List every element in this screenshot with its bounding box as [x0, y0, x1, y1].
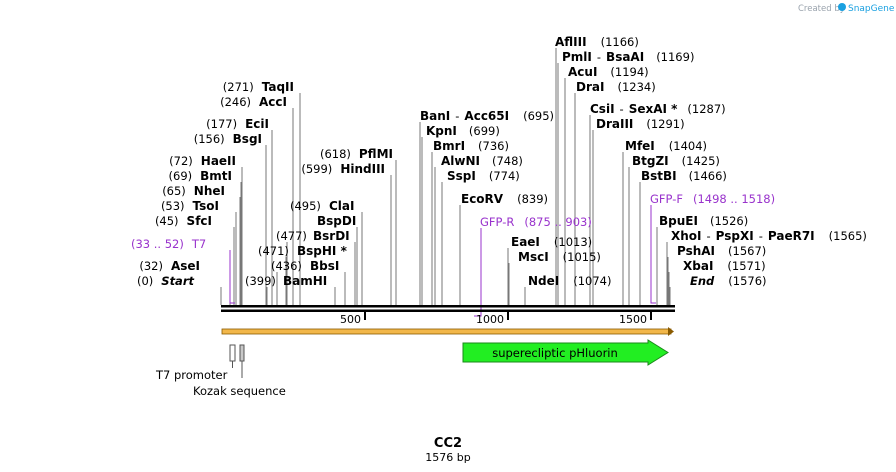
feature-pHluorin: superecliptic pHluorin: [462, 339, 669, 366]
enzyme-label: (271)TaqII: [223, 80, 294, 94]
snapgene-watermark: Created by SnapGene: [798, 3, 895, 14]
primer-gfpr-line: [474, 228, 482, 317]
enzyme-label: DraIII(1291): [596, 117, 685, 131]
enzyme-label: EcoRV(839): [461, 192, 548, 206]
snapgene-logo-icon: [838, 3, 846, 11]
enzyme-pos: (495): [290, 199, 321, 213]
enzyme-label: AcuI(1194): [568, 65, 649, 79]
enzyme-label: CsiI-SexAI *(1287): [590, 102, 726, 116]
enzyme-label: (72)HaeII: [169, 154, 236, 168]
feature-t7-promoter: T7 promoter: [155, 344, 236, 382]
enzyme-label: PmlI-BsaAI(1169): [562, 50, 694, 64]
enzyme-label: AflIII(1166): [555, 35, 639, 49]
enzyme-label: (156)BsgI: [194, 132, 262, 146]
orf-bar: [221, 327, 674, 336]
ruler: 500 1000 1500: [340, 312, 652, 326]
enzyme-label: SspI(774): [447, 169, 520, 183]
enzyme-pos: (471): [258, 244, 289, 258]
enzyme-label: AlwNI(748): [441, 154, 523, 168]
enzyme-label: BmrI(736): [433, 139, 509, 153]
enzyme-label: XhoI-PspXI-PaeR7I(1565): [671, 229, 867, 243]
enzyme-label: BamHI: [283, 274, 327, 288]
feature-kozak: Kozak sequence: [193, 344, 286, 398]
enzyme-label: (45)SfcI: [155, 214, 212, 228]
feature-label: T7 promoter: [155, 368, 228, 382]
primer-label-t7: (33 .. 52)T7: [131, 237, 206, 251]
enzyme-pos: (436): [271, 259, 302, 273]
end-label-start: (0)Start: [137, 274, 195, 288]
enzyme-label: (53)TsoI: [161, 199, 219, 213]
ruler-label: 500: [340, 313, 361, 326]
enzyme-label: BsrDI: [313, 229, 350, 243]
ruler-tick-500: [364, 312, 366, 320]
feature-label: superecliptic pHluorin: [492, 346, 618, 360]
enzyme-label: PshAI(1567): [677, 244, 766, 258]
ruler-label: 1000: [476, 313, 504, 326]
strand-top: [221, 305, 675, 308]
strand-bottom: [221, 309, 675, 312]
sequence-backbone: [221, 305, 675, 312]
primer-label-gfpr: GFP-R(875 .. 903): [480, 215, 592, 229]
watermark-brand: SnapGene: [848, 4, 895, 14]
enzyme-label: (32)AseI: [139, 259, 200, 273]
end-label-end: End(1576): [690, 274, 767, 288]
enzyme-label: EaeI(1013): [511, 235, 592, 249]
ruler-tick-1000: [507, 312, 509, 320]
site-lines: [220, 48, 671, 305]
watermark-prefix: Created by: [798, 4, 845, 14]
enzyme-pos: (477): [276, 229, 307, 243]
enzyme-label: BpuEI(1526): [659, 214, 748, 228]
primer-gfpf-line: [650, 205, 656, 304]
ruler-label: 1500: [619, 313, 647, 326]
enzyme-pos: (399): [245, 274, 276, 288]
enzyme-label: DraI(1234): [576, 80, 656, 94]
enzyme-label: (69)BmtI: [169, 169, 232, 183]
enzyme-label: BspHI *: [297, 244, 348, 258]
enzyme-label: NdeI(1074): [528, 274, 612, 288]
enzyme-label: XbaI(1571): [683, 259, 766, 273]
plasmid-length: 1576 bp: [425, 451, 470, 464]
feature-label: Kozak sequence: [193, 384, 286, 398]
enzyme-label: (177)EciI: [206, 117, 269, 131]
enzyme-label: MscI(1015): [518, 250, 601, 264]
enzyme-label: BanI-Acc65I(695): [420, 109, 554, 123]
enzyme-label: BbsI: [310, 259, 339, 273]
enzyme-label: BspDI: [317, 214, 356, 228]
enzyme-label: (246)AccI: [220, 95, 287, 109]
enzyme-label: BtgZI(1425): [632, 154, 720, 168]
primer-label-gfpf: GFP-F(1498 .. 1518): [650, 192, 775, 206]
enzyme-label: MfeI(1404): [625, 139, 707, 153]
primer-t7-line: [229, 250, 235, 304]
plasmid-name: CC2: [434, 436, 462, 451]
primer-lines: [229, 205, 656, 317]
ruler-tick-1500: [650, 312, 652, 320]
orf-arrow-head: [668, 327, 674, 336]
enzyme-label: KpnI(699): [426, 124, 500, 138]
enzyme-label: (65)NheI: [162, 184, 225, 198]
enzyme-label: (599)HindIII: [301, 162, 385, 176]
enzyme-label: ClaI: [329, 199, 354, 213]
enzyme-label: BstBI(1466): [641, 169, 727, 183]
enzyme-label: (618)PflMI: [320, 147, 393, 161]
